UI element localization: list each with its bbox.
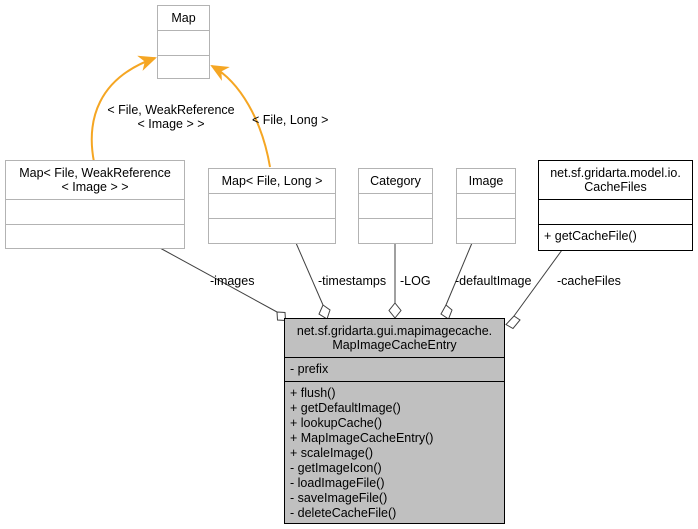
class-separator xyxy=(359,218,432,219)
class-attribute: - prefix xyxy=(290,362,329,376)
class-separator xyxy=(6,224,184,225)
class-operations-map-image-cache-entry: + flush() + getDefaultImage() + lookupCa… xyxy=(285,382,504,525)
class-operations-map-file-weakreference-image xyxy=(6,225,184,249)
class-name-map-image-cache-entry: net.sf.gridarta.gui.mapimagecache. MapIm… xyxy=(296,324,493,352)
class-attributes-map-image-cache-entry: - prefix xyxy=(285,358,504,381)
class-box-map-file-weakreference-image[interactable]: Map< File, WeakReference < Image > > xyxy=(5,160,185,249)
class-operation: - loadImageFile() xyxy=(290,476,385,490)
class-operations-image xyxy=(457,219,515,243)
class-operation: + flush() xyxy=(290,386,336,400)
class-separator xyxy=(539,199,692,200)
class-separator xyxy=(359,193,432,194)
class-operation: - saveImageFile() xyxy=(290,491,388,505)
class-operations-map-file-long xyxy=(209,219,335,243)
class-separator xyxy=(457,218,515,219)
class-box-map-image-cache-entry[interactable]: net.sf.gridarta.gui.mapimagecache. MapIm… xyxy=(284,318,505,524)
edge-label-images: -images xyxy=(210,274,255,288)
class-operation: - getImageIcon() xyxy=(290,461,382,475)
class-operations-map xyxy=(158,56,209,80)
class-operation: + scaleImage() xyxy=(290,446,374,460)
class-name-category: Category xyxy=(370,174,421,188)
class-separator xyxy=(158,55,209,56)
class-separator xyxy=(6,199,184,200)
class-operation: + getCacheFile() xyxy=(544,229,637,243)
class-separator xyxy=(539,224,692,225)
class-box-cache-files[interactable]: net.sf.gridarta.model.io. CacheFiles + g… xyxy=(538,160,693,251)
class-attributes-map-file-weakreference-image xyxy=(6,200,184,224)
class-attributes-category xyxy=(359,194,432,218)
class-attributes-map xyxy=(158,31,209,55)
class-operations-cache-files: + getCacheFile() xyxy=(539,225,692,248)
class-operation: + lookupCache() xyxy=(290,416,383,430)
class-separator xyxy=(457,193,515,194)
class-operation: + MapImageCacheEntry() xyxy=(290,431,434,445)
class-operation: + getDefaultImage() xyxy=(290,401,401,415)
class-attributes-image xyxy=(457,194,515,218)
class-separator xyxy=(285,357,504,358)
class-separator xyxy=(209,218,335,219)
class-attributes-map-file-long xyxy=(209,194,335,218)
class-attributes-cache-files xyxy=(539,200,692,224)
class-name-cache-files: net.sf.gridarta.model.io. CacheFiles xyxy=(550,166,681,194)
edge-cache-files xyxy=(505,249,563,330)
class-box-map-file-long[interactable]: Map< File, Long > xyxy=(208,168,336,244)
class-box-map[interactable]: Map xyxy=(157,5,210,79)
class-operation: - deleteCacheFile() xyxy=(290,506,397,520)
edge-label-timestamps: -timestamps xyxy=(318,274,387,288)
edge-label-default-image: -defaultImage xyxy=(455,274,532,288)
edge-label-cache-files: -cacheFiles xyxy=(557,274,621,288)
class-name-map: Map xyxy=(171,11,196,25)
class-name-image: Image xyxy=(468,174,504,188)
class-name-map-file-weakreference-image: Map< File, WeakReference < Image > > xyxy=(19,166,171,194)
class-separator xyxy=(209,193,335,194)
edge-label-weakref-binding: < File, WeakReference < Image > > xyxy=(107,103,235,131)
edge-label-long-binding: < File, Long > xyxy=(252,113,329,127)
edge-label-log: -LOG xyxy=(400,274,431,288)
class-name-map-file-long: Map< File, Long > xyxy=(221,174,323,188)
class-separator xyxy=(158,30,209,31)
class-box-image[interactable]: Image xyxy=(456,168,516,244)
class-box-category[interactable]: Category xyxy=(358,168,433,244)
class-operations-category xyxy=(359,219,432,243)
class-separator xyxy=(285,381,504,382)
